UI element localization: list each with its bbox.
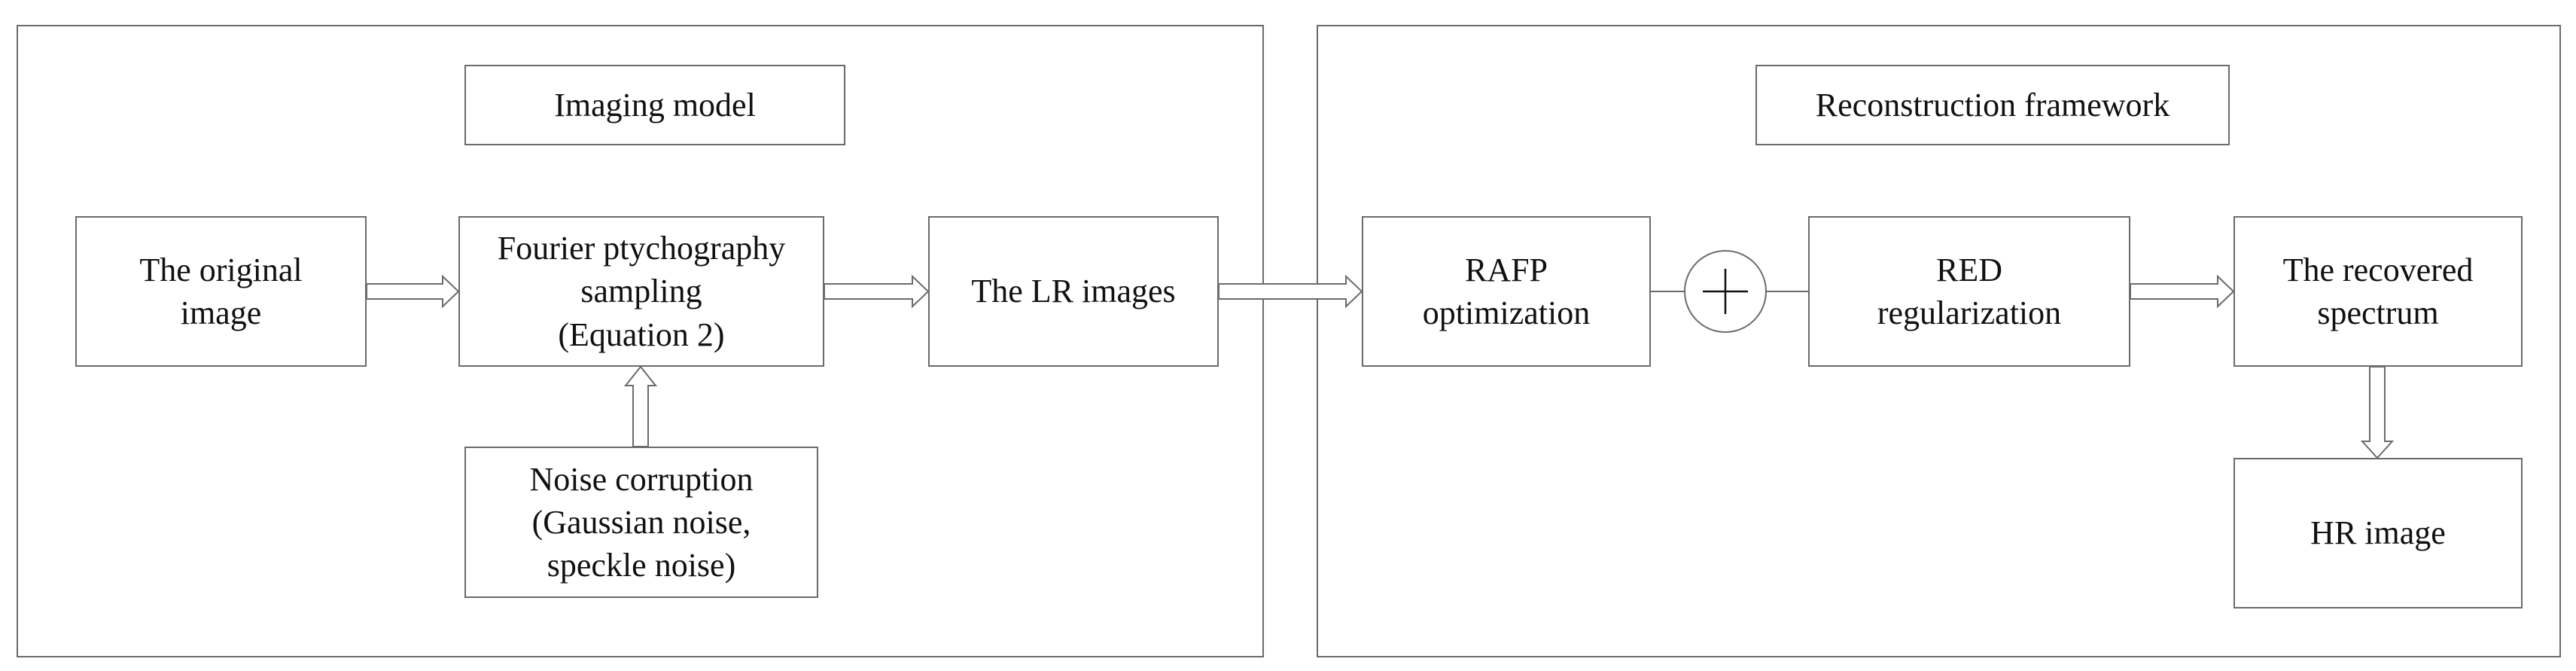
noise-corruption-node: Noise corruption (Gaussian noise, speckl… [464, 447, 818, 598]
reconstruction-framework-title: Reconstruction framework [1755, 65, 2230, 145]
recovered-spectrum-node: The recovered spectrum [2233, 216, 2523, 367]
fourier-ptychography-sampling-node: Fourier ptychography sampling (Equation … [458, 216, 824, 367]
arrow-recovered-to-hr [2360, 366, 2395, 459]
red-regularization-node: RED regularization [1808, 216, 2130, 367]
arrow-original-to-sampling [366, 274, 460, 309]
arrow-noise-to-sampling [623, 365, 658, 447]
imaging-model-title: Imaging model [464, 65, 845, 145]
arrow-red-to-recovered [2130, 274, 2235, 309]
hr-image-node: HR image [2233, 458, 2523, 608]
rafp-optimization-node: RAFP optimization [1362, 216, 1651, 367]
arrow-lr-to-rafp [1218, 274, 1363, 309]
plus-icon [1684, 250, 1767, 333]
lr-images-node: The LR images [928, 216, 1219, 367]
original-image-node: The original image [75, 216, 367, 367]
arrow-sampling-to-lr [824, 274, 930, 309]
